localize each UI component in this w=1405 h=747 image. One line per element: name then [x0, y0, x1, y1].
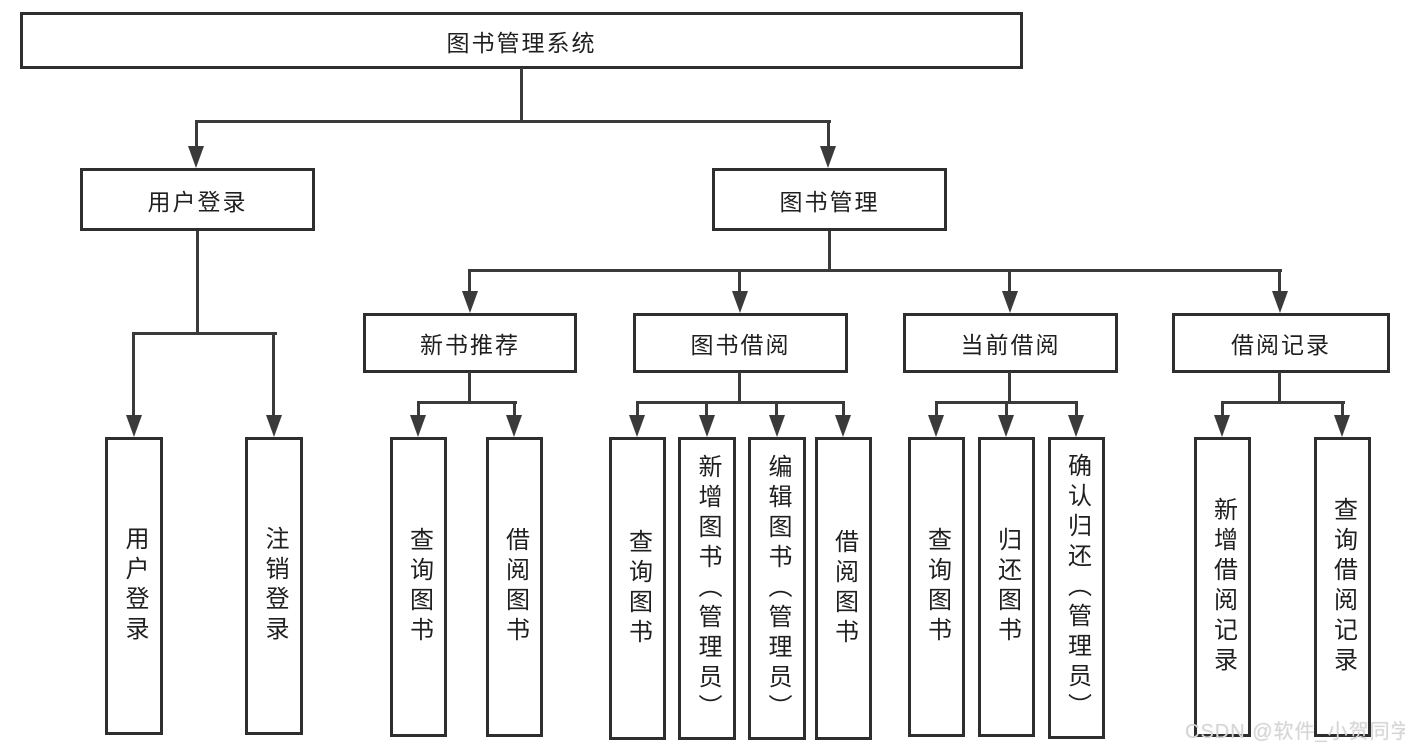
connector-segment — [1008, 269, 1011, 295]
arrow-down-icon — [732, 291, 748, 313]
connector-segment — [468, 269, 471, 295]
arrow-down-icon — [1272, 291, 1288, 313]
leaf-label: 查询图书 — [624, 528, 652, 649]
leaf-return-books: 归还图书 — [978, 437, 1035, 737]
arrow-down-icon — [1068, 415, 1084, 437]
arrow-down-icon — [835, 415, 851, 437]
connector-segment — [1008, 372, 1011, 403]
connector-segment — [1221, 401, 1345, 404]
arrow-down-icon — [506, 415, 522, 437]
arrow-down-icon — [699, 415, 715, 437]
connector-segment — [513, 401, 516, 417]
connector-segment — [195, 120, 831, 123]
leaf-label: 查询图书 — [923, 527, 951, 647]
node-book-management: 图书管理 — [712, 168, 947, 231]
connector-segment — [132, 332, 135, 417]
connector-segment — [272, 332, 275, 417]
connector-segment — [738, 372, 741, 403]
node-label: 新书推荐 — [420, 332, 520, 358]
leaf-label: 用户登录 — [121, 526, 148, 646]
leaf-confirm-return-admin: 确认归还（管理员） — [1048, 437, 1105, 739]
leaf-label: 注销登录 — [261, 526, 288, 646]
connector-segment — [738, 269, 741, 295]
connector-segment — [842, 401, 845, 417]
leaf-label: 查询图书 — [405, 527, 433, 647]
connector-segment — [1221, 401, 1224, 417]
connector-segment — [705, 401, 708, 417]
arrow-down-icon — [928, 415, 944, 437]
arrow-down-icon — [266, 415, 282, 437]
connector-segment — [636, 401, 639, 417]
connector-segment — [827, 120, 830, 148]
leaf-query-books-recommend: 查询图书 — [390, 437, 447, 737]
arrow-down-icon — [998, 415, 1014, 437]
arrow-down-icon — [188, 146, 204, 168]
connector-segment — [1278, 269, 1281, 295]
arrow-down-icon — [1214, 415, 1230, 437]
connector-segment — [1005, 401, 1008, 417]
arrow-down-icon — [629, 415, 645, 437]
leaf-edit-books-admin: 编辑图书（管理员） — [748, 437, 806, 740]
connector-segment — [935, 401, 938, 417]
node-new-book-recommend: 新书推荐 — [363, 313, 577, 373]
leaf-borrow-books: 借阅图书 — [815, 437, 872, 740]
connector-segment — [1278, 372, 1281, 403]
arrow-down-icon — [410, 415, 426, 437]
leaf-label: 归还图书 — [993, 527, 1021, 647]
connector-segment — [775, 401, 778, 417]
leaf-query-books-current: 查询图书 — [908, 437, 965, 737]
arrow-down-icon — [820, 146, 836, 168]
connector-segment — [520, 68, 523, 122]
node-label: 图书管理系统 — [446, 29, 597, 56]
arrow-down-icon — [1334, 415, 1350, 437]
leaf-label: 借阅图书 — [501, 527, 529, 647]
leaf-borrow-books-recommend: 借阅图书 — [486, 437, 543, 737]
leaf-logout: 注销登录 — [245, 437, 303, 735]
node-label: 借阅记录 — [1231, 332, 1331, 358]
connector-segment — [636, 401, 845, 404]
connector-segment — [132, 332, 277, 335]
watermark: CSDN @软件_小贺同学 — [1185, 721, 1405, 743]
node-label: 当前借阅 — [960, 332, 1061, 358]
node-borrow-records: 借阅记录 — [1172, 313, 1390, 373]
node-label: 用户登录 — [147, 188, 248, 215]
leaf-label: 编辑图书（管理员） — [764, 453, 791, 724]
connector-segment — [1341, 401, 1344, 417]
node-book-borrowing: 图书借阅 — [633, 313, 848, 373]
connector-segment — [196, 231, 199, 335]
leaf-user-login: 用户登录 — [105, 437, 163, 735]
arrow-down-icon — [769, 415, 785, 437]
connector-segment — [195, 120, 198, 148]
leaf-label: 查询借阅记录 — [1329, 497, 1357, 677]
leaf-query-books-borrow: 查询图书 — [609, 437, 666, 740]
leaf-label: 借阅图书 — [830, 528, 858, 649]
node-library-system: 图书管理系统 — [20, 12, 1023, 69]
leaf-label: 新增图书（管理员） — [694, 453, 721, 724]
node-current-borrowing: 当前借阅 — [903, 313, 1118, 373]
leaf-add-books-admin: 新增图书（管理员） — [678, 437, 736, 740]
node-user-login: 用户登录 — [80, 168, 315, 231]
leaf-label: 新增借阅记录 — [1209, 497, 1237, 677]
leaf-add-borrow-record: 新增借阅记录 — [1194, 437, 1251, 737]
connector-segment — [468, 269, 1282, 272]
node-label: 图书管理 — [779, 188, 880, 215]
arrow-down-icon — [462, 291, 478, 313]
connector-segment — [468, 372, 471, 403]
connector-segment — [828, 231, 831, 272]
connector-segment — [417, 401, 420, 417]
leaf-label: 确认归还（管理员） — [1063, 453, 1091, 723]
node-label: 图书借阅 — [690, 332, 791, 358]
connector-segment — [417, 401, 517, 404]
arrow-down-icon — [1002, 291, 1018, 313]
arrow-down-icon — [126, 415, 142, 437]
connector-segment — [1075, 401, 1078, 417]
leaf-query-borrow-record: 查询借阅记录 — [1314, 437, 1371, 737]
